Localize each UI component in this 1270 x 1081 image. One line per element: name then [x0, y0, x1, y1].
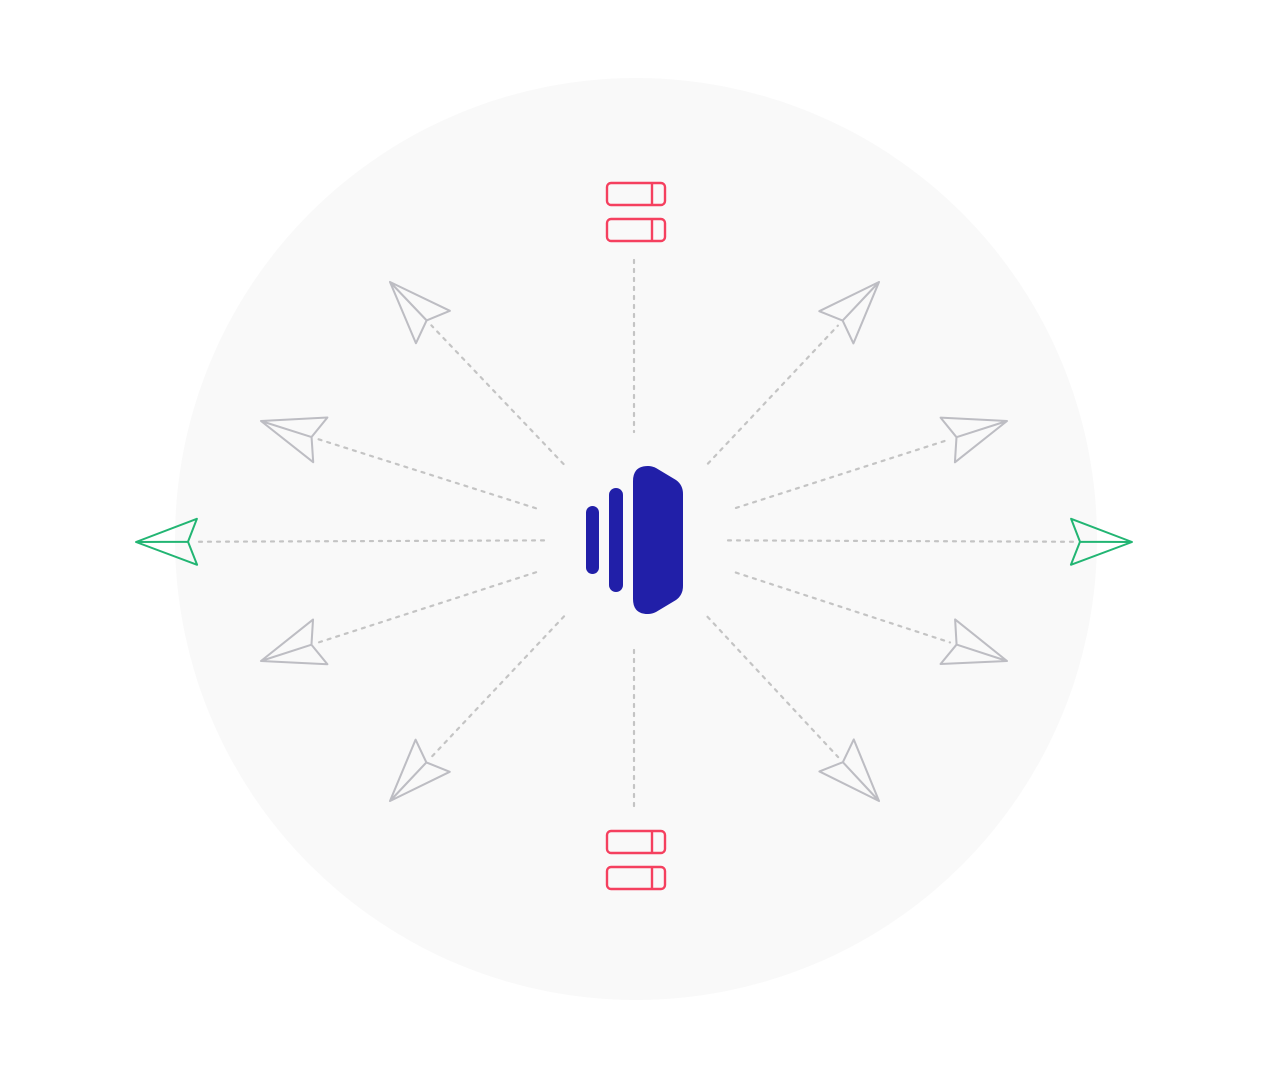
server-unit	[605, 217, 667, 243]
paper-plane-icon	[388, 738, 451, 803]
connector-lines	[192, 258, 1076, 812]
connector-line	[317, 438, 538, 510]
paper-plane-outline	[939, 416, 1009, 464]
paper-plane-icon	[939, 618, 1009, 666]
paper-plane-outline	[135, 517, 199, 566]
connector-line	[726, 539, 1076, 543]
speaker-broadcast-icon	[586, 466, 683, 614]
paper-plane-icon	[388, 280, 451, 345]
server-icons	[605, 181, 667, 891]
connector-line	[192, 539, 546, 543]
paper-plane-outline	[388, 738, 451, 803]
paper-plane-icon	[259, 416, 329, 464]
connector-line	[734, 571, 952, 644]
server-unit	[605, 181, 667, 207]
server-icon	[605, 829, 667, 891]
paper-plane-outline	[1069, 517, 1133, 566]
paper-plane-outline	[939, 618, 1009, 666]
paper-plane-outline	[388, 280, 451, 345]
paper-plane-icon	[939, 416, 1009, 464]
connector-line	[317, 571, 538, 644]
connector-line	[430, 615, 566, 759]
speaker-body	[633, 466, 683, 614]
server-unit	[605, 829, 667, 855]
paper-plane-icon-highlighted	[135, 517, 199, 566]
paper-plane-outline	[818, 738, 881, 803]
paper-planes	[135, 280, 1133, 803]
paper-plane-outline	[818, 280, 881, 345]
paper-plane-outline	[259, 416, 329, 464]
server-unit	[605, 865, 667, 891]
speaker-wave-medium	[609, 488, 623, 592]
paper-plane-icon-highlighted	[1069, 517, 1133, 566]
server-icon	[605, 181, 667, 243]
connector-line	[734, 438, 951, 510]
paper-plane-outline	[259, 618, 329, 666]
speaker-wave-small	[586, 506, 599, 574]
paper-plane-icon	[259, 618, 329, 666]
paper-plane-icon	[818, 738, 881, 803]
paper-plane-icon	[818, 280, 881, 345]
